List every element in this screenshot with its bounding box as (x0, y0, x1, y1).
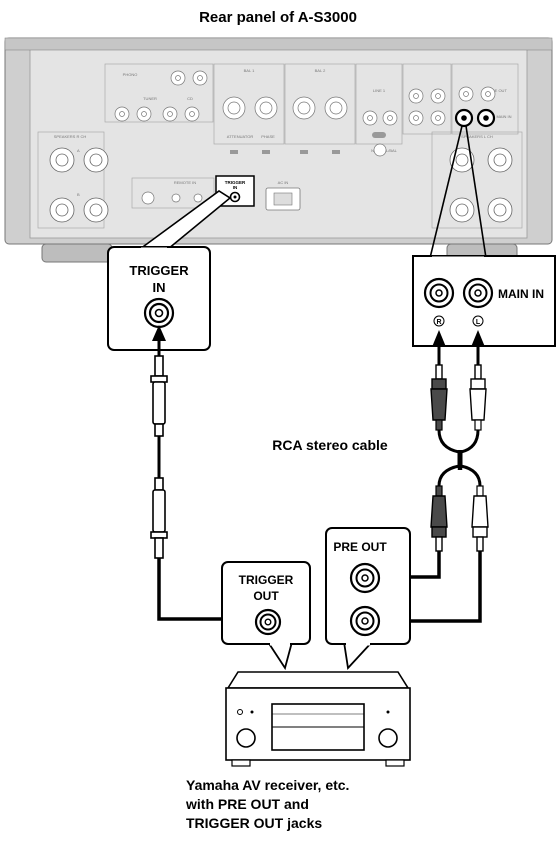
tuner-label: TUNER (143, 96, 157, 101)
trigger-in-panel-label-2: IN (233, 185, 238, 190)
pre-out-small-label: PRE OUT (489, 88, 507, 93)
diagram-title: Rear panel of A-S3000 (199, 9, 357, 26)
mini-plug-bottom (150, 477, 168, 559)
attenuator-phase-switches (230, 132, 386, 154)
main-in-callout: R L MAIN IN (412, 125, 556, 347)
speaker-b-r: B (77, 192, 80, 197)
rca-plug-top-l (469, 364, 487, 431)
trigger-out-label-line2: OUT (253, 589, 279, 603)
bal1-label: BAL 1 (244, 68, 256, 73)
trigger-in-callout: TRIGGER IN (107, 190, 232, 351)
receiver-caption-line2: with PRE OUT and (185, 796, 309, 812)
main-in-jack-r (423, 277, 455, 309)
balanced-xlr-jacks (222, 96, 348, 120)
rca-plug-top-r (430, 364, 448, 431)
pre-out-jack-upper (349, 562, 381, 594)
bal2-label: BAL 2 (315, 68, 327, 73)
trigger-in-panel-label-1: TRIGGER (225, 180, 246, 185)
ac-in-label: AC IN (278, 180, 289, 185)
line-jacks (362, 86, 496, 126)
rca-plug-bottom-r (430, 485, 448, 552)
attenuator-label: ATTENUATOR (227, 134, 254, 139)
main-in-l-mark: L (476, 319, 481, 326)
receiver-caption-line3: TRIGGER OUT jacks (186, 815, 322, 831)
trigger-out-label-line1: TRIGGER (239, 573, 294, 587)
av-receiver (225, 671, 411, 767)
trigger-in-label-line1: TRIGGER (129, 263, 189, 278)
amplifier-rear-panel: TUNER CD PHONO BAL 1 BAL 2 LINE 1 ATTENU… (4, 37, 553, 263)
main-in-small-label: MAIN IN (496, 114, 511, 119)
phono-label: PHONO (123, 72, 138, 77)
main-in-r-mark: R (436, 319, 441, 326)
rca-plug-bottom-l (471, 485, 489, 552)
trigger-in-jack (143, 297, 175, 329)
speakers-r-label: SPEAKERS R CH (54, 134, 87, 139)
receiver-knob-left (236, 728, 256, 748)
receiver-caption-line1: Yamaha AV receiver, etc. (186, 777, 349, 793)
phase-label: PHASE (261, 134, 275, 139)
remote-jacks (141, 191, 203, 205)
line1-label: LINE 1 (373, 88, 386, 93)
speaker-a-r: A (77, 148, 80, 153)
phono-jacks (170, 70, 208, 86)
trigger-in-label-line2: IN (153, 280, 166, 295)
main-in-jack-l (462, 277, 494, 309)
trigger-cable (150, 325, 258, 627)
pre-out-jack-lower (349, 605, 381, 637)
mini-plug-top (150, 355, 168, 437)
receiver-knob-right (378, 728, 398, 748)
pre-out-callout: PRE OUT (325, 527, 411, 670)
main-in-panel-jacks (454, 108, 496, 128)
trigger-out-jack (254, 608, 282, 636)
remote-label: REMOTE IN (174, 180, 196, 185)
speaker-terminals-l (449, 147, 513, 223)
panel-foot-left (41, 243, 113, 263)
tuner-cd-jacks (114, 106, 200, 122)
receiver-caption: Yamaha AV receiver, etc. with PRE OUT an… (185, 777, 349, 831)
pre-out-label: PRE OUT (333, 540, 387, 554)
rca-stereo-cable: RCA stereo cable (272, 330, 489, 629)
speakers-l-label: SPEAKERS L CH (461, 134, 493, 139)
speaker-terminals-r (49, 147, 109, 223)
main-in-label: MAIN IN (498, 287, 544, 301)
trigger-out-callout: TRIGGER OUT (221, 561, 311, 671)
normal-bal-knob (373, 143, 387, 157)
cd-label: CD (187, 96, 193, 101)
rca-cable-label: RCA stereo cable (272, 437, 388, 453)
